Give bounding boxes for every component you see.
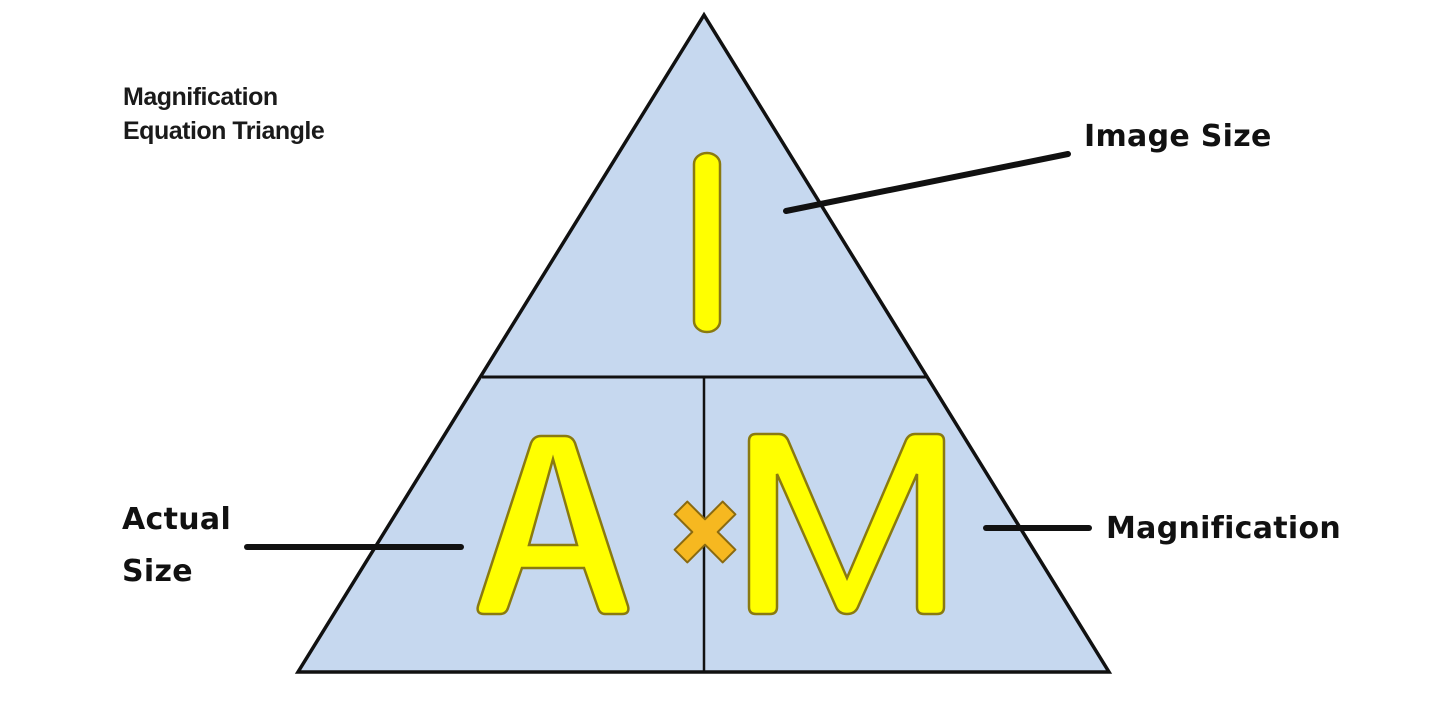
letter-i-image-size: [692, 151, 722, 334]
actual-size-label-line-2: Size: [122, 554, 193, 589]
magnification-label: Magnification: [1106, 511, 1342, 546]
title-line-2: Equation Triangle: [123, 117, 325, 145]
diagram-title: Magnification Equation Triangle: [123, 80, 325, 148]
letter-m-magnification: [747, 432, 946, 616]
letter-a-actual-size: [476, 434, 630, 616]
title-line-1: Magnification: [123, 83, 278, 111]
image-size-label: Image Size: [1084, 119, 1272, 154]
multiply-operator-icon: [673, 500, 737, 564]
image-size-pointer-line: [783, 151, 1071, 214]
actual-size-label-line-1: Actual: [122, 502, 232, 537]
